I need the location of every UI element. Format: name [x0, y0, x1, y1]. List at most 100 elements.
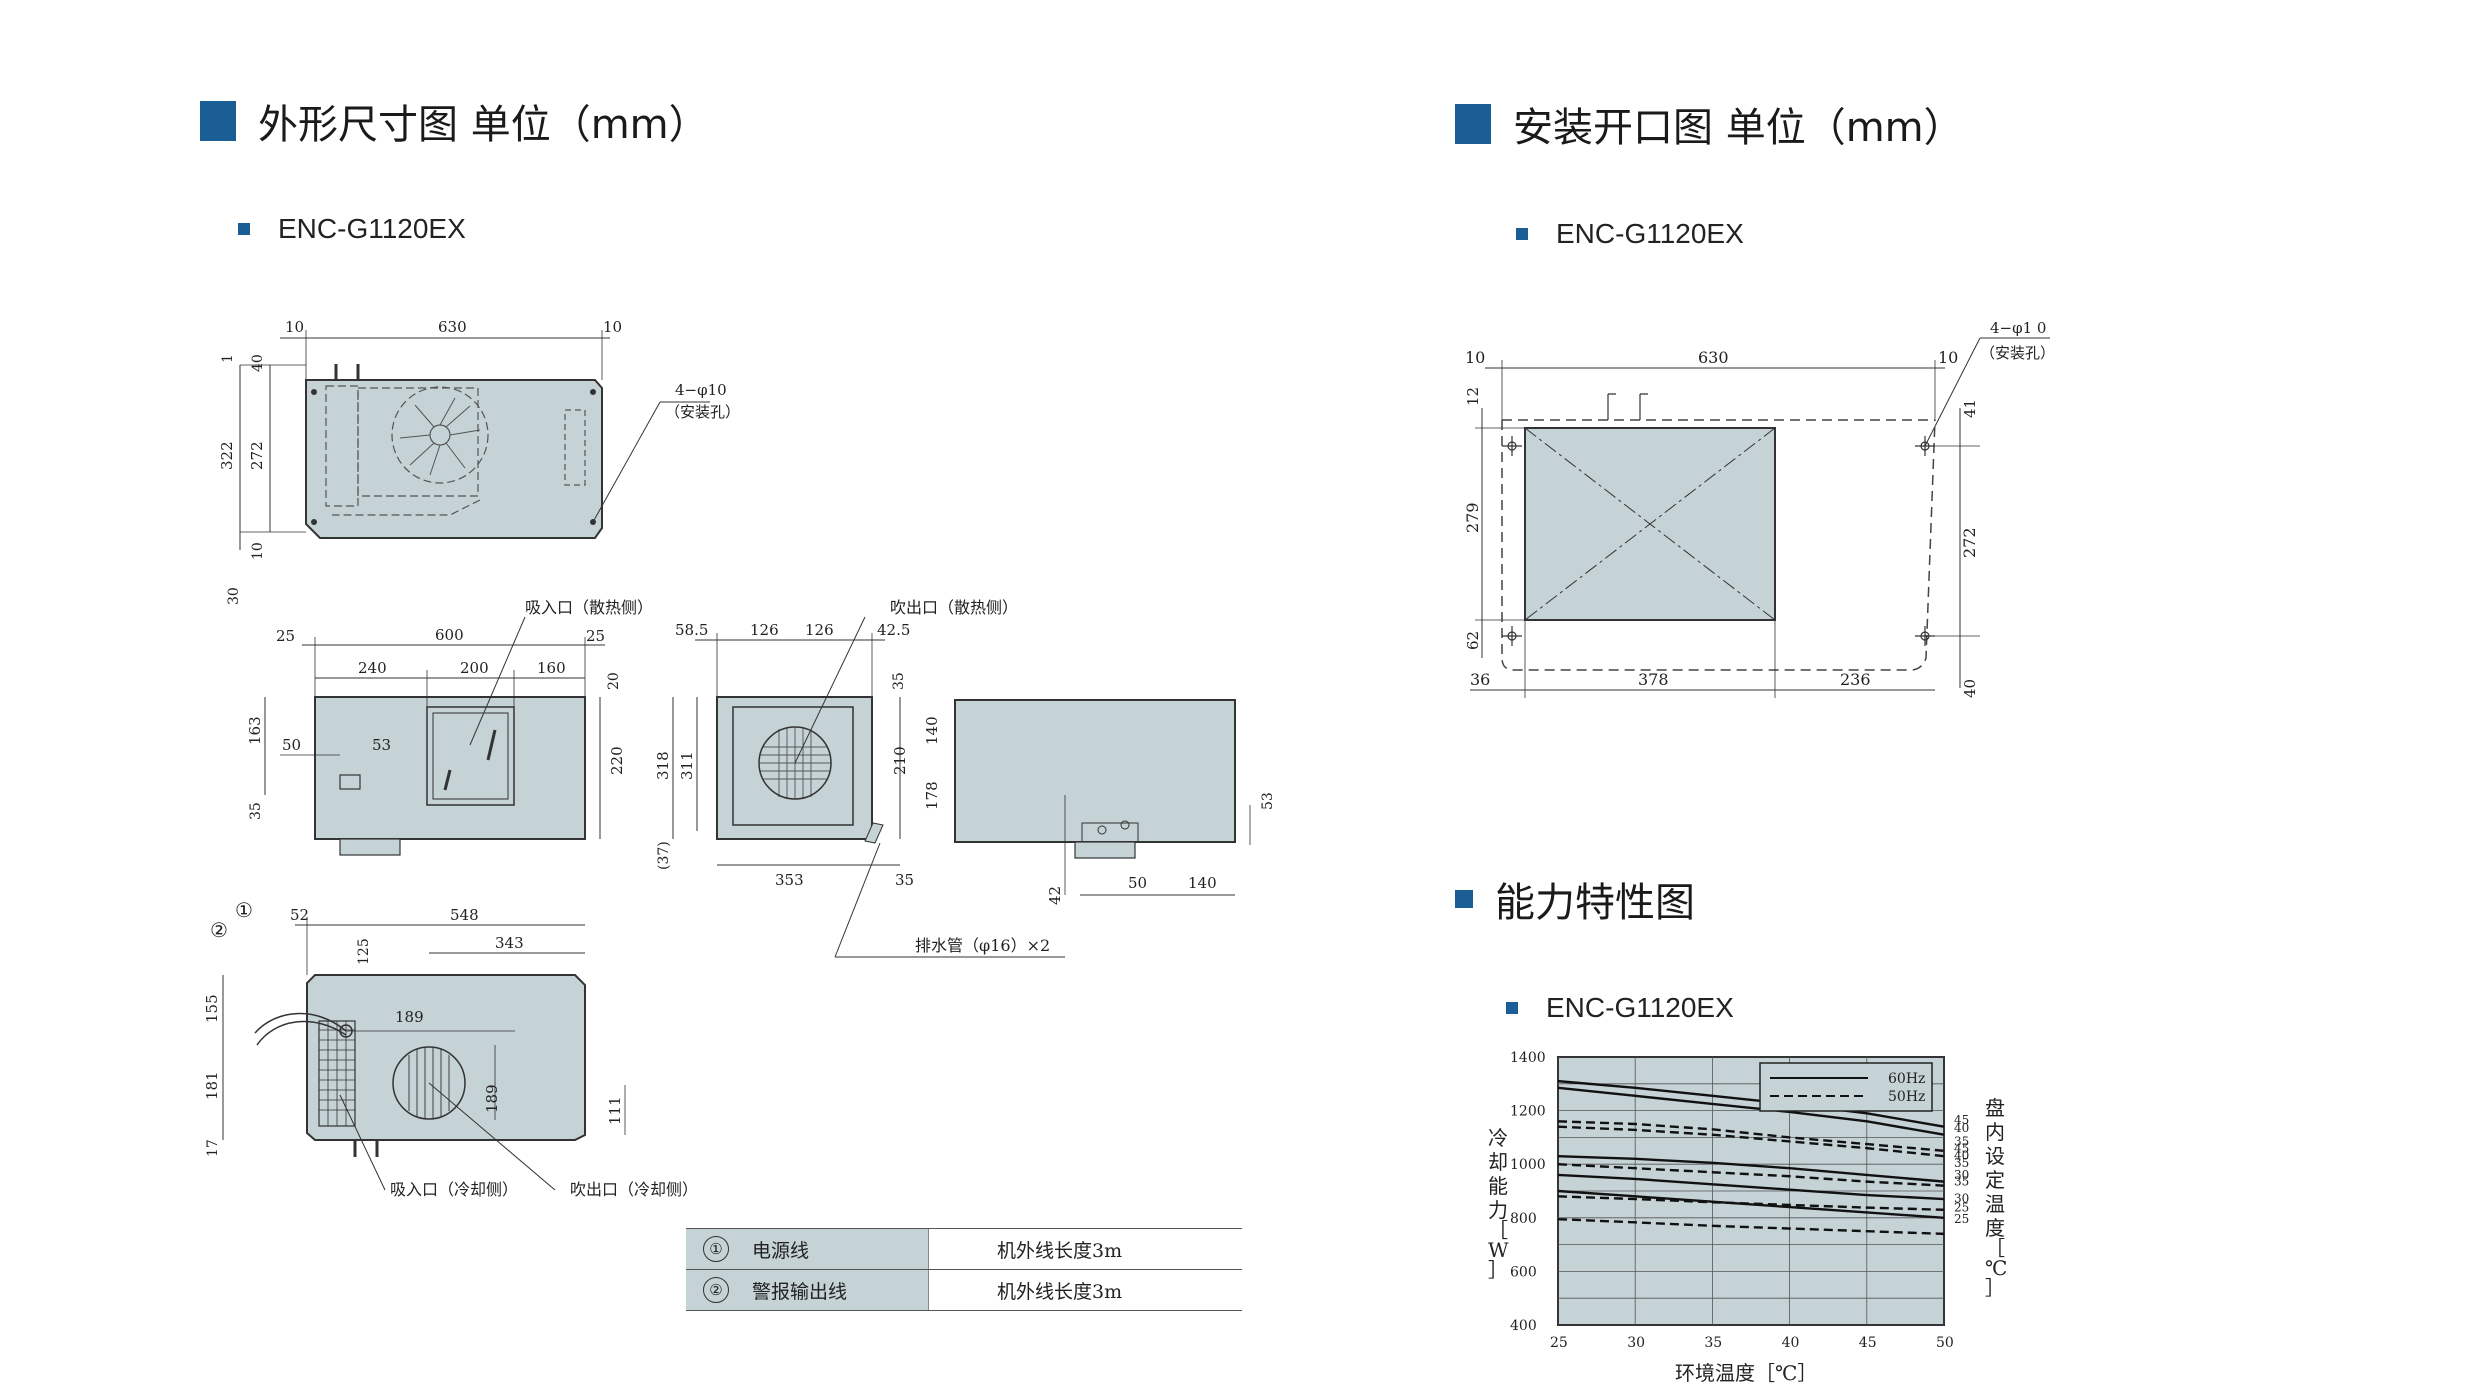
dim-label: 41 — [1961, 399, 1979, 418]
dim-label: 236 — [1840, 670, 1871, 689]
series-line — [1557, 1195, 1945, 1211]
part-spec: 机外线长度3m — [928, 1228, 1242, 1270]
unit-body-top — [305, 379, 603, 539]
cutout-model-label: ENC-G1120EX — [1516, 218, 1744, 250]
dim-label: 25 — [276, 627, 295, 645]
dim-label: 10 — [1938, 348, 1958, 367]
setpoint-label: 30 — [1954, 1168, 1969, 1182]
x-tick-label: 40 — [1782, 1335, 1800, 1351]
title-marker-icon — [1455, 104, 1491, 144]
x-axis-label: 环境温度［℃］ — [1675, 1361, 1817, 1385]
drain-label: 排水管（φ16）×2 — [915, 936, 1050, 955]
dim-label: 126 — [750, 621, 779, 639]
dim-label: 155 — [203, 994, 221, 1023]
dim-label: 378 — [1638, 670, 1669, 689]
setpoint-label: 30 — [1954, 1192, 1969, 1206]
cutout-section-title: 安装开口图 单位（mm） — [1455, 95, 1964, 153]
table-row: ① 电源线 机外线长度3m — [686, 1228, 1242, 1270]
dim-label: 10 — [603, 318, 622, 336]
setpoint-label: 40 — [1954, 1121, 1969, 1135]
x-tick-label: 50 — [1936, 1335, 1954, 1351]
outline-section-title: 外形尺寸图 单位（mm） — [200, 92, 709, 150]
series-line — [1557, 1154, 1945, 1183]
y2-axis-label: 盘内设定温度［℃］ — [1985, 1096, 2007, 1300]
y-tick-label: 1000 — [1510, 1157, 1546, 1173]
dim-label: 318 — [654, 751, 672, 780]
dim-label: 200 — [460, 659, 489, 677]
bullet-icon — [238, 223, 250, 235]
series-line — [1557, 1189, 1945, 1219]
dim-label: 343 — [495, 934, 524, 952]
dim-label: 353 — [775, 871, 804, 889]
unit-body-back — [954, 699, 1236, 843]
part-name: 警报输出线 — [746, 1269, 929, 1311]
fan-outline-icon — [391, 386, 489, 484]
dim-label: 111 — [606, 1096, 624, 1125]
dim-label: 630 — [1698, 348, 1729, 367]
setpoint-label: 35 — [1954, 1156, 1969, 1170]
dim-label: 12 — [1464, 387, 1482, 406]
hole-label: 4−φ10 — [675, 381, 727, 399]
dim-label: 42.5 — [877, 621, 910, 639]
dim-label: 50 — [282, 736, 301, 754]
dim-label: 35 — [248, 802, 264, 820]
marker-2: ② — [210, 918, 228, 942]
series-line — [1557, 1086, 1945, 1136]
setpoint-label: 40 — [1954, 1148, 1969, 1162]
y-tick-label: 1400 — [1510, 1050, 1546, 1066]
dim-label: 160 — [537, 659, 566, 677]
outline-front-view: 25 600 25 240 200 160 20 220 163 50 53 3… — [246, 598, 653, 856]
dim-label: 140 — [1188, 874, 1217, 892]
row-number: ① — [703, 1236, 729, 1262]
y-axis-label: 冷却能力［W］ — [1488, 1126, 1509, 1282]
outline-top-view: 10 630 10 1 40 322 272 10 30 4−φ10 （安装孔） — [218, 318, 730, 605]
dim-label: 17 — [205, 1139, 221, 1157]
dim-label: 220 — [608, 746, 626, 775]
dim-label: 35 — [895, 871, 914, 889]
panel-outline — [1501, 419, 1936, 671]
dim-label: 35 — [891, 672, 907, 690]
perf-model-label: ENC-G1120EX — [1506, 992, 1734, 1024]
y-tick-label: 600 — [1510, 1264, 1537, 1280]
outline-bottom-view: 52 548 343 125 189 155 181 17 189 111 ① … — [203, 898, 698, 1199]
y-tick-label: 400 — [1510, 1318, 1537, 1334]
dim-label: 181 — [203, 1071, 221, 1100]
series-line — [1557, 1079, 1945, 1128]
row-number: ② — [703, 1277, 729, 1303]
part-name: 电源线 — [746, 1228, 929, 1270]
setpoint-label: 25 — [1954, 1212, 1969, 1226]
outline-side-view: 58.5 126 126 42.5 35 140 210 178 318 311… — [654, 598, 1065, 958]
dim-label: 10 — [250, 542, 266, 560]
x-tick-label: 30 — [1627, 1335, 1645, 1351]
exhaust-cool-label: 吹出口（冷却侧） — [570, 1180, 698, 1199]
dim-label: 600 — [435, 626, 464, 644]
dim-label: 240 — [358, 659, 387, 677]
dim-label: 53 — [1260, 792, 1276, 810]
dim-label: (37) — [656, 841, 672, 870]
title-marker-icon — [1455, 890, 1473, 908]
y-tick-label: 800 — [1510, 1211, 1537, 1227]
x-tick-label: 35 — [1704, 1335, 1722, 1351]
dim-label: 1 — [220, 354, 236, 363]
legend-label: 60Hz — [1888, 1071, 1925, 1087]
title-marker-icon — [200, 101, 236, 141]
dim-label: 322 — [218, 441, 236, 470]
series-line — [1557, 1217, 1945, 1236]
series-line — [1557, 1173, 1945, 1201]
x-tick-label: 45 — [1859, 1335, 1877, 1351]
dim-label: 279 — [1463, 502, 1482, 533]
outline-back-view: 42 53 50 140 — [954, 699, 1276, 905]
dim-label: 189 — [395, 1008, 424, 1026]
dim-label: 630 — [438, 318, 467, 336]
dim-label: 53 — [372, 736, 391, 754]
setpoint-label: 35 — [1954, 1134, 1969, 1148]
x-tick-label: 25 — [1550, 1335, 1568, 1351]
exhaust-label: 吹出口（散热侧） — [890, 598, 1018, 617]
dim-label: 311 — [678, 751, 696, 780]
part-spec: 机外线长度3m — [928, 1269, 1242, 1311]
dim-label: 30 — [226, 587, 242, 605]
marker-1: ① — [235, 898, 253, 922]
setpoint-label: 45 — [1954, 1113, 1969, 1127]
bullet-icon — [1516, 228, 1528, 240]
